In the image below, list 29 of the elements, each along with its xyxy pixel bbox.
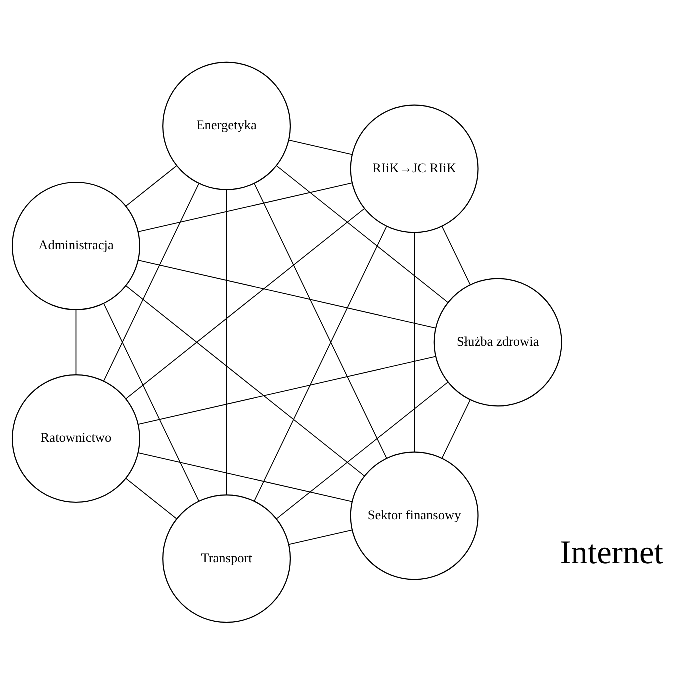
- node-circle: Służba zdrowia: [434, 278, 562, 407]
- connector: [414, 232, 415, 452]
- connector: [138, 452, 353, 502]
- connector: [126, 166, 178, 207]
- node-circle: Ratownictwo: [12, 374, 140, 504]
- connector: [442, 400, 471, 459]
- connector: [126, 286, 366, 477]
- connector: [76, 310, 77, 376]
- node-circle: Sektor finansowy: [350, 452, 479, 580]
- node-circle: Energetyka: [162, 62, 292, 190]
- connector: [254, 226, 388, 502]
- node-circle: RIiK→JC RIiK: [350, 104, 479, 234]
- connector: [276, 382, 448, 520]
- connector: [104, 304, 200, 502]
- connector: [138, 182, 353, 232]
- connector: [104, 184, 200, 382]
- connector: [442, 226, 471, 286]
- node-circle: Transport: [162, 494, 292, 624]
- connector: [226, 189, 228, 496]
- connector: [288, 530, 352, 546]
- connector: [138, 356, 436, 426]
- node-circle: Administracja: [12, 182, 140, 310]
- connector: [254, 183, 388, 459]
- connector: [288, 140, 352, 156]
- connector: [126, 208, 366, 400]
- connector: [126, 478, 178, 520]
- connector: [276, 166, 448, 303]
- connector: [138, 260, 436, 329]
- label: Internet: [560, 534, 664, 572]
